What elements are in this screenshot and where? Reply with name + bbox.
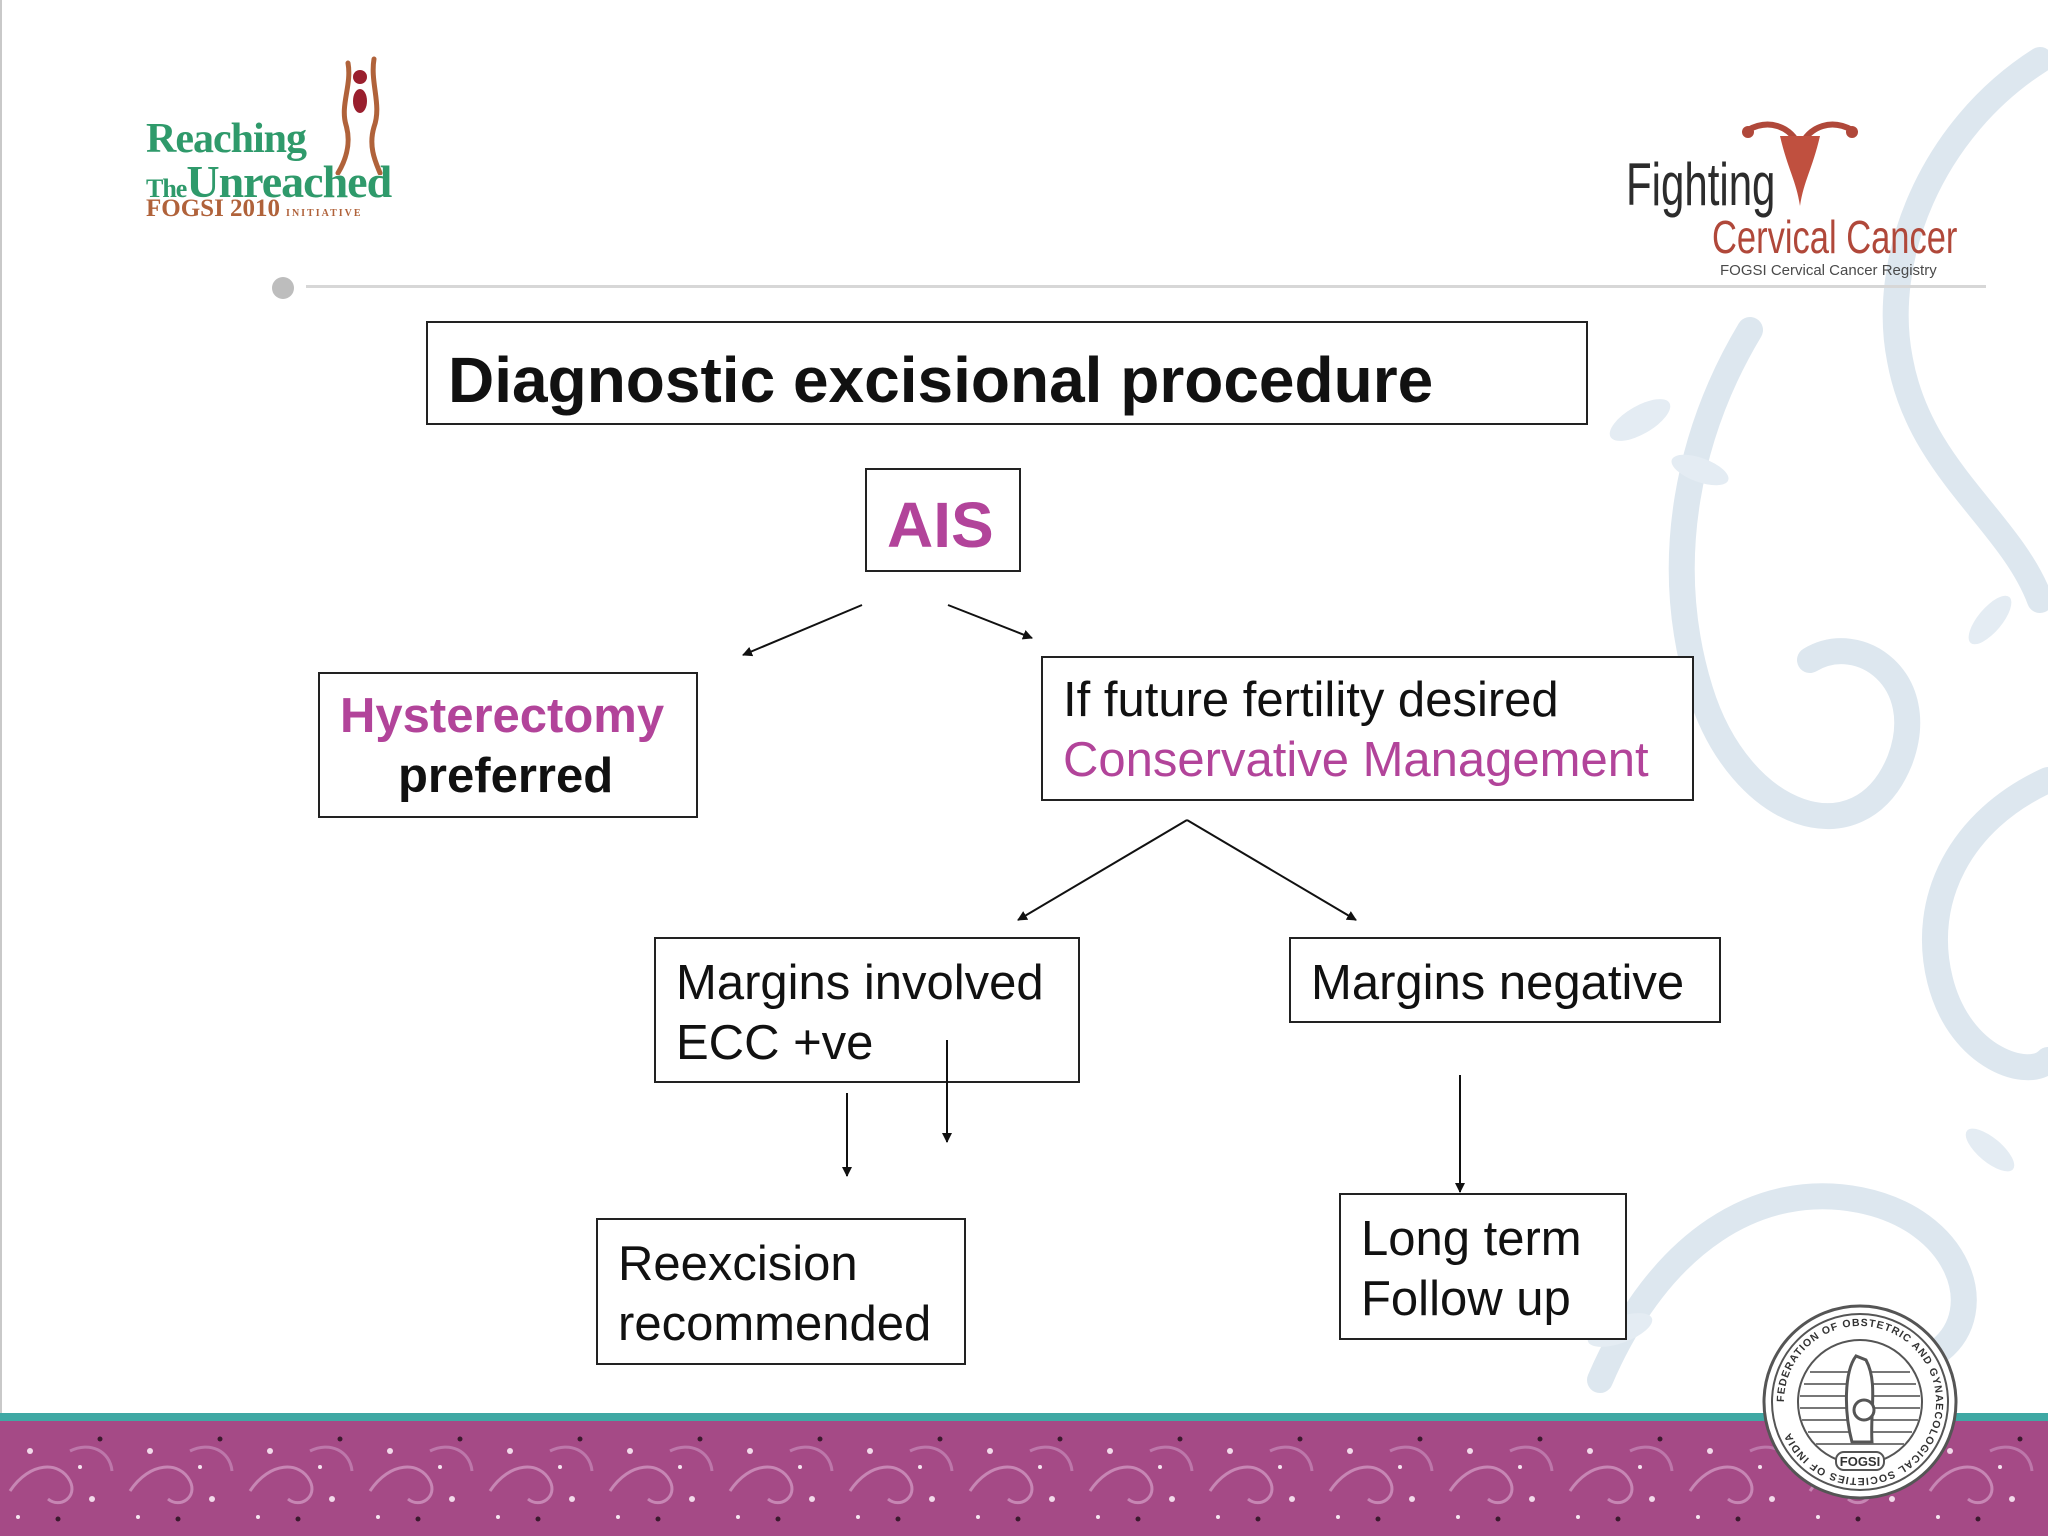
logo-word-cervical-cancer: Cervical Cancer: [1712, 211, 1958, 263]
logo-word-fighting: Fighting: [1626, 151, 1776, 218]
logo-word-unreached: Unreached: [186, 156, 392, 207]
node-hysterectomy-line2: preferred: [398, 749, 614, 803]
arrow-ais-to-fertility: [947, 604, 1033, 640]
band-ornament: [0, 1421, 2048, 1536]
node-hysterectomy: Hysterectomy preferred: [318, 672, 698, 818]
node-reexcision: Reexcision recommended: [596, 1218, 966, 1365]
node-reexcision-line1: Reexcision: [618, 1237, 858, 1291]
node-hysterectomy-line1: Hysterectomy: [340, 689, 665, 743]
node-margins-involved: Margins involved ECC +ve: [654, 937, 1080, 1083]
node-fertility-line2: Conservative Management: [1063, 733, 1649, 787]
node-follow-up-line1: Long term: [1361, 1212, 1582, 1266]
footer-teal-line: [0, 1413, 2048, 1421]
node-reexcision-line2: recommended: [618, 1297, 932, 1351]
fogsi-seal: FEDERATION OF OBSTETRIC AND GYNAECOLOGIC…: [1762, 1304, 1958, 1500]
reaching-the-unreached-logo: Reaching TheUnreached FOGSI 2010 INITIATI…: [140, 55, 440, 235]
arrow-ais-to-hysterectomy: [742, 604, 863, 657]
node-margins-involved-line1: Margins involved: [676, 956, 1044, 1010]
footer-band: [0, 1421, 2048, 1536]
left-border: [0, 0, 2, 1430]
logo-line-reaching: Reaching: [146, 116, 307, 162]
diagram-title: Diagnostic excisional procedure: [448, 344, 1434, 416]
header-rule: [306, 285, 1986, 288]
logo-word-the: The: [146, 174, 187, 203]
arrow-fertility-to-negative: [1186, 819, 1357, 921]
node-follow-up: Long term Follow up: [1339, 1193, 1627, 1340]
logo-line-the-unreached: TheUnreached: [146, 155, 392, 208]
figure-icon: [335, 56, 383, 175]
diagram-title-box: Diagnostic excisional procedure: [426, 321, 1588, 425]
logo-registry: FOGSI Cervical Cancer Registry: [1720, 262, 1937, 279]
seal-abbr: FOGSI: [1840, 1454, 1880, 1469]
node-margins-negative-line1: Margins negative: [1311, 956, 1685, 1010]
node-margins-negative: Margins negative: [1289, 937, 1721, 1023]
node-fertility-line1: If future fertility desired: [1063, 673, 1559, 727]
node-fertility: If future fertility desired Conservative…: [1041, 656, 1694, 801]
node-ais-label: AIS: [887, 489, 994, 561]
node-follow-up-line2: Follow up: [1361, 1272, 1571, 1326]
uterus-icon: [1742, 121, 1858, 206]
node-ais: AIS: [865, 468, 1021, 572]
rule-dot: [272, 277, 294, 299]
arrow-fertility-to-involved: [1017, 819, 1188, 921]
logo-fogsi-2010: FOGSI 2010: [146, 195, 281, 222]
logo-line-fogsi: FOGSI 2010 INITIATIVE: [146, 195, 363, 223]
logo-initiative: INITIATIVE: [286, 208, 363, 219]
node-margins-involved-line2: ECC +ve: [676, 1016, 874, 1070]
fighting-cervical-cancer-logo: Fighting Cervical Cancer FOGSI Cervical …: [1620, 110, 1960, 290]
